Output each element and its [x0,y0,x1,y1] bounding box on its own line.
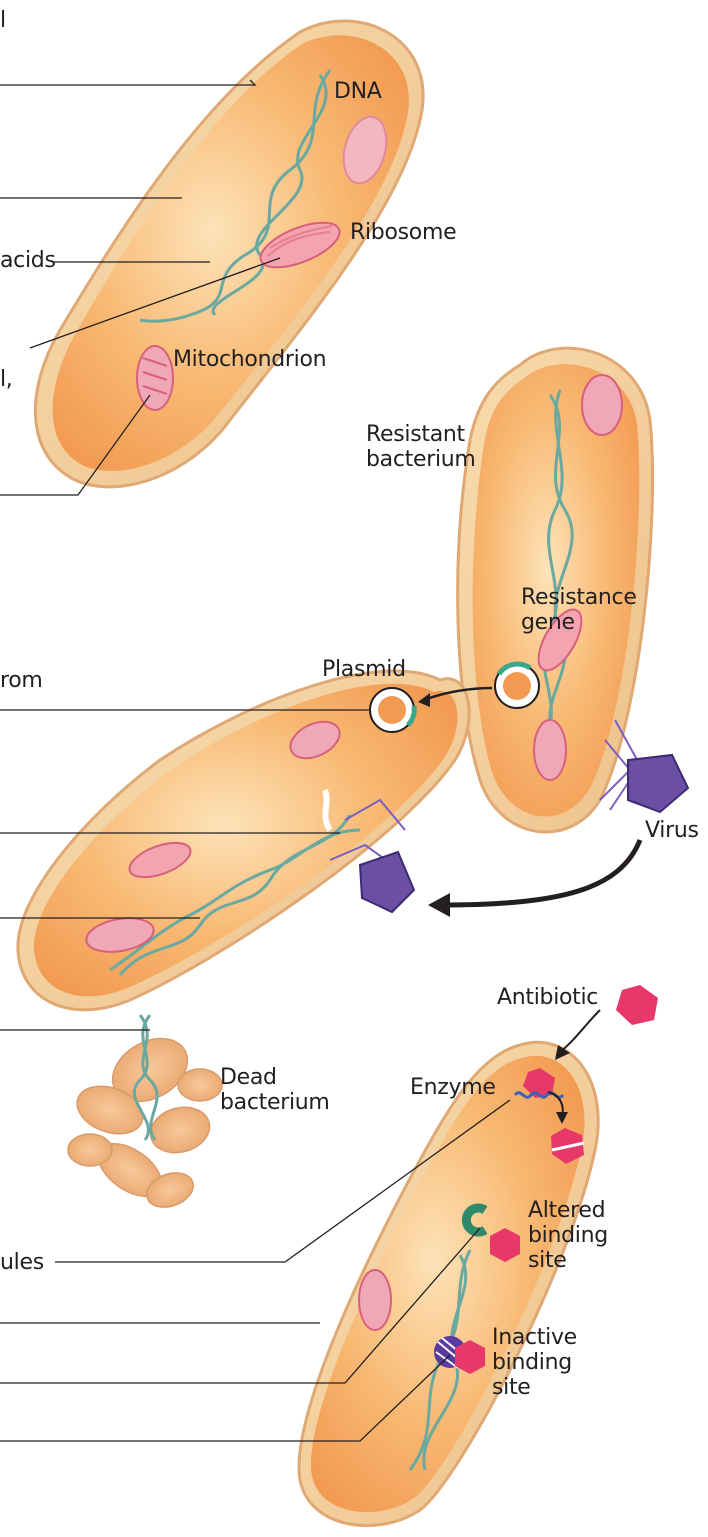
label-resistant-line-2: bacterium [366,447,476,472]
label-inactive-line-3: site [492,1375,577,1400]
virus-transfer-arrow [440,840,640,905]
label-enzyme: Enzyme [410,1075,496,1100]
label-resistant-bacterium: Resistant bacterium [366,422,476,472]
cropped-text-4: rom [0,668,43,693]
cropped-text-3: l, [0,367,13,392]
label-resistance-gene: Resistance gene [521,585,637,635]
label-altered-line-2: binding [528,1223,608,1248]
label-virus: Virus [645,818,699,843]
label-mitochondrion: Mitochondrion [173,347,326,372]
label-dead-bacterium: Dead bacterium [220,1065,330,1115]
bottom-bacterium [299,1042,598,1525]
label-altered-line-3: site [528,1248,608,1273]
label-inactive-line-2: binding [492,1350,577,1375]
label-inactive-line-1: Inactive [492,1325,577,1350]
label-plasmid: Plasmid [322,657,406,682]
label-altered-line-1: Altered [528,1198,608,1223]
cropped-text-1: l [0,8,6,33]
top-mitochondrion [137,346,173,410]
label-antibiotic: Antibiotic [497,985,598,1010]
label-altered-binding-site: Altered binding site [528,1198,608,1273]
label-ribosome: Ribosome [350,220,456,245]
label-resistance-line-2: gene [521,610,637,635]
label-resistance-line-1: Resistance [521,585,637,610]
antibiotic-molecule [616,985,658,1025]
plasmid-donor [495,664,539,708]
label-inactive-binding-site: Inactive binding site [492,1325,577,1400]
label-dna: DNA [334,79,382,104]
cropped-text-5: ules [0,1250,44,1275]
cropped-text-2: acids [0,248,56,273]
plasmid-recipient [370,688,414,732]
label-resistant-line-1: Resistant [366,422,476,447]
label-dead-line-2: bacterium [220,1090,330,1115]
label-dead-line-1: Dead [220,1065,330,1090]
